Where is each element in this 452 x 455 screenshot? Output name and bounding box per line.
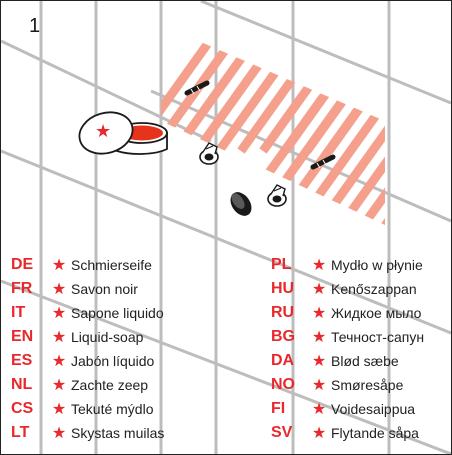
language-code: EN [11,328,34,345]
translation-label: Течност-сапун [331,329,425,345]
translation-label: Жидкое мыло [331,305,422,321]
translation-label: Blød sæbe [331,353,399,369]
legend-row: LT ★Skystas muilas [11,421,164,445]
legend-row: ES ★Jabón líquido [11,349,164,373]
translation-label: Jabón líquido [71,353,155,369]
translation-label: Savon noir [71,281,138,297]
wall-plug-icon [199,142,219,165]
star-icon: ★ [311,257,327,274]
legend-row: CS ★Tekuté mýdlo [11,397,164,421]
legend-right: PL★Mydło w płynie HU★Kenőszappan RU★Жидк… [271,253,424,445]
language-code: DE [11,256,34,273]
star-icon: ★ [311,401,327,418]
legend-row: DE ★Schmierseife [11,253,164,277]
star-icon: ★ [51,329,67,346]
star-icon: ★ [51,425,67,442]
step-number: 1 [29,15,41,37]
star-icon: ★ [51,281,67,298]
translation-label: Voidesaippua [331,401,416,417]
translation-label: Skystas muilas [71,425,165,441]
language-code: FR [11,280,33,297]
star-icon: ★ [51,401,67,418]
language-code: BG [271,328,295,345]
translation-label: Tekuté mýdlo [71,401,154,417]
legend-row: FI ★Voidesaippua [271,397,424,421]
language-code: FI [271,400,286,417]
legend-row: NO ★Smøresåpe [271,373,424,397]
translation-label: Flytande såpa [331,425,419,441]
star-icon: ★ [311,281,327,298]
language-code: DA [271,352,295,369]
language-code: ES [11,352,33,369]
translation-label: Schmierseife [71,257,152,273]
language-code: IT [11,304,26,321]
screw-icon [310,154,336,170]
star-icon: ★ [51,257,67,274]
language-code: PL [271,256,292,273]
legend-row: HU ★Kenőszappan [271,277,424,301]
drill-zone-hatch [161,25,385,225]
soap-jar-icon [78,111,168,155]
language-code: NO [271,376,295,393]
wall-plug-icon [267,184,287,207]
legend-left: DE★Schmierseife FR★Savon noir IT★Sapone … [11,253,164,445]
legend-row: SV ★Flytande såpa [271,421,424,445]
legend-row: IT ★Sapone liquido [11,301,164,325]
star-icon: ★ [311,377,327,394]
language-code: CS [11,400,34,417]
legend-row: FR ★Savon noir [11,277,164,301]
translation-label: Mydło w płynie [331,257,423,273]
translation-label: Liquid-soap [71,329,144,345]
language-code: HU [271,280,295,297]
star-icon: ★ [51,353,67,370]
language-code: SV [271,424,293,441]
language-code: LT [11,424,30,441]
translation-label: Sapone liquido [71,305,164,321]
screw-icon [184,80,210,96]
legend-row: NL ★Zachte zeep [11,373,164,397]
translation-label: Smøresåpe [331,377,404,393]
star-icon: ★ [311,425,327,442]
star-icon: ★ [311,329,327,346]
language-code: NL [11,376,33,393]
legend-row: RU ★Жидкое мыло [271,301,424,325]
star-icon: ★ [311,305,327,322]
translation-label: Zachte zeep [71,377,149,393]
star-icon: ★ [51,305,67,322]
legend-row: EN ★Liquid-soap [11,325,164,349]
legend-row: BG ★Течност-сапун [271,325,424,349]
soap-star-marker: ★ [95,121,112,141]
wall-hole-icon [230,192,252,216]
language-code: RU [271,304,295,321]
translation-label: Kenőszappan [331,281,417,297]
legend-row: DA ★Blød sæbe [271,349,424,373]
star-icon: ★ [51,377,67,394]
star-icon: ★ [311,353,327,370]
legend-row: PL ★Mydło w płynie [271,253,424,277]
